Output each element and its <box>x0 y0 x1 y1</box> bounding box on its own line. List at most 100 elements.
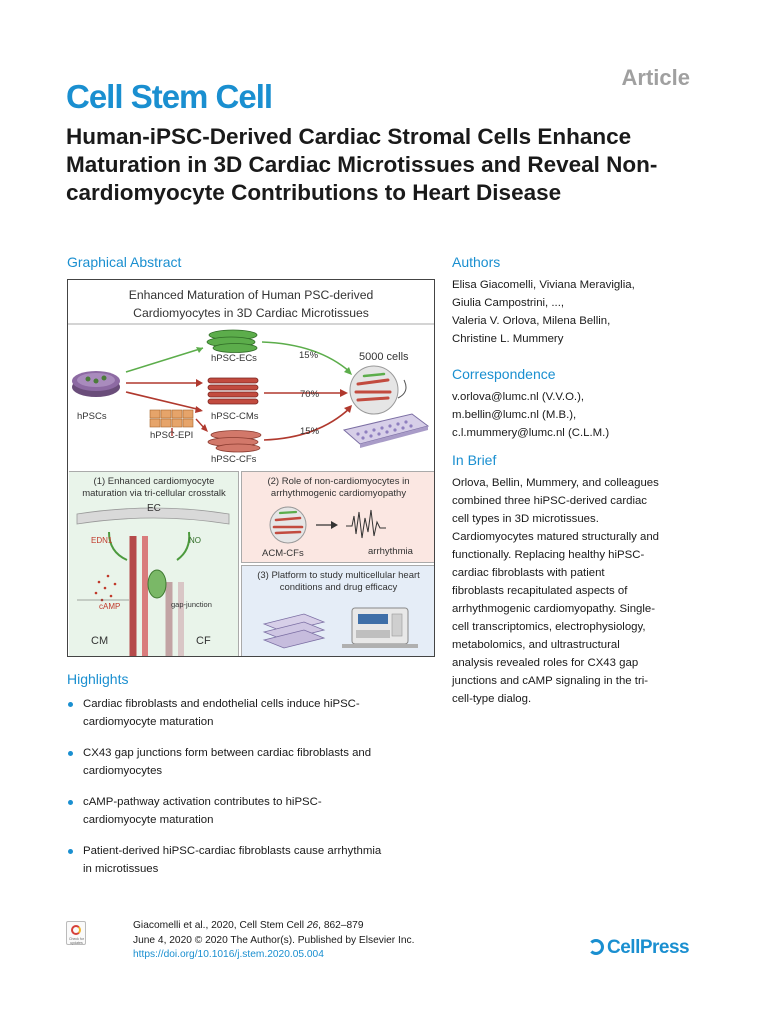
label-ec: EC <box>147 503 161 514</box>
in-brief-line: combined three hiPSC-derived cardiac <box>452 495 648 507</box>
in-brief-text: Orlova, Bellin, Mummery, and colleagues … <box>452 474 712 708</box>
crosstalk-illustration <box>76 507 230 656</box>
ga-panel-arrhythmia: (2) Role of non-cardiomyocytes in arrhyt… <box>241 471 434 563</box>
plate-reader <box>342 607 418 648</box>
in-brief-line: arrhythmogenic cardiomyopathy. Single- <box>452 603 656 615</box>
in-brief-line: Orlova, Bellin, Mummery, and colleagues <box>452 477 659 489</box>
label-pct-ec: 15% <box>299 350 319 361</box>
doi-link[interactable]: https://doi.org/10.1016/j.stem.2020.05.0… <box>133 949 324 960</box>
citation-pages: , 862–879 <box>318 920 364 931</box>
bullet-icon <box>68 751 73 756</box>
in-brief-line: cell transcriptomics, electrophysiology, <box>452 621 646 633</box>
bullet-icon <box>68 702 73 707</box>
label-pct-cm: 70% <box>300 389 320 400</box>
highlights-heading: Highlights <box>67 671 129 687</box>
in-brief-line: metabolomics, and ultrastructural <box>452 639 620 651</box>
panel3-title-line: (3) Platform to study multicellular hear… <box>257 570 420 581</box>
ga-title: Enhanced Maturation of Human PSC-derived… <box>68 286 434 322</box>
label-gap-junction: gap-junction <box>171 600 212 609</box>
article-type: Article <box>621 65 690 90</box>
ga-overview-illustration <box>68 323 434 453</box>
bullet-icon <box>68 800 73 805</box>
platform-illustration <box>262 607 418 649</box>
panel3-title-line: conditions and drug efficacy <box>279 582 398 593</box>
ec-cells <box>206 329 258 353</box>
highlight-line: cardiomyocytes <box>83 765 163 777</box>
badge-text: Check for updates <box>69 937 84 945</box>
panel1-title-line: (1) Enhanced cardiomyocyte <box>93 476 215 487</box>
citation-volume: 26 <box>306 920 319 931</box>
well-plate <box>342 413 430 448</box>
panel1-title-line: maturation via tri-cellular crosstalk <box>82 488 226 499</box>
in-brief-line: cell types in 3D microtissues. <box>452 513 599 525</box>
label-no: NO <box>189 536 201 545</box>
label-hpsc-epi: hPSC-EPI <box>150 430 194 441</box>
author-line: Christine L. Mummery <box>452 333 564 345</box>
epi-cells <box>149 409 194 428</box>
graphical-abstract: Enhanced Maturation of Human PSC-derived… <box>67 279 435 657</box>
highlight-line: CX43 gap junctions form between cardiac … <box>83 747 372 759</box>
panel2-title: (2) Role of non-cardiomyocytes in arrhyt… <box>242 476 434 500</box>
highlight-line: cardiomyocyte maturation <box>83 814 214 826</box>
highlight-line: Patient-derived hiPSC-cardiac fibroblast… <box>83 845 382 857</box>
paper-title: Human-iPSC-Derived Cardiac Stromal Cells… <box>66 124 658 205</box>
in-brief-line: fibroblasts recapitulated aspects of <box>452 585 628 597</box>
panel3-title: (3) Platform to study multicellular hear… <box>242 570 434 594</box>
highlight-item: cAMP-pathway activation contributes to h… <box>67 793 427 829</box>
ga-title-line: Enhanced Maturation of Human PSC-derived <box>128 288 374 302</box>
author-line: Valeria V. Orlova, Milena Bellin, <box>452 315 611 327</box>
highlight-line: cAMP-pathway activation contributes to h… <box>83 796 322 808</box>
citation-line: Giacomelli et al., 2020, Cell Stem Cell … <box>133 919 414 934</box>
panel2-title-line: (2) Role of non-cardiomyocytes in <box>267 476 410 487</box>
in-brief-heading: In Brief <box>452 452 497 468</box>
publisher-name: CellPress <box>607 937 690 958</box>
graphical-abstract-heading: Graphical Abstract <box>67 254 182 270</box>
ga-overview: Enhanced Maturation of Human PSC-derived… <box>68 280 434 470</box>
publication-date-line: June 4, 2020 © 2020 The Author(s). Publi… <box>133 934 415 946</box>
in-brief-line: cell-type dialog. <box>452 693 532 705</box>
in-brief-line: junctions and cAMP signaling in the tri- <box>452 675 649 687</box>
in-brief-line: analysis revealed roles for CX43 gap <box>452 657 639 669</box>
highlight-line: cardiomyocyte maturation <box>83 716 214 728</box>
panel2-title-line: arrhythmogenic cardiomyopathy <box>270 488 407 499</box>
label-arrhythmia: arrhythmia <box>368 546 413 557</box>
label-cell-count: 5000 cells <box>359 351 409 363</box>
highlights-list: Cardiac fibroblasts and endothelial cell… <box>67 695 427 891</box>
citation-block: Giacomelli et al., 2020, Cell Stem Cell … <box>133 919 414 963</box>
label-hpsc-cms: hPSC-CMs <box>211 411 259 422</box>
label-edn1: EDN1 <box>91 536 113 545</box>
bullet-icon <box>68 849 73 854</box>
microtissue <box>349 365 407 415</box>
in-brief-line: Cardiomyocytes matured structurally and <box>452 531 660 543</box>
ga-panel-platform: (3) Platform to study multicellular hear… <box>241 565 434 656</box>
in-brief-line: cardiac fibroblasts with patient <box>452 567 605 579</box>
arrhythmia-illustration <box>269 506 386 544</box>
label-camp: cAMP <box>99 602 121 611</box>
email-line[interactable]: c.l.mummery@lumc.nl (C.L.M.) <box>452 427 610 439</box>
authors-heading: Authors <box>452 254 501 270</box>
in-brief-line: functionally. Replacing healthy hiPSC- <box>452 549 645 561</box>
author-line: Elisa Giacomelli, Viviana Meraviglia, <box>452 279 635 291</box>
panel1-title: (1) Enhanced cardiomyocyte maturation vi… <box>69 476 239 500</box>
highlight-item: CX43 gap junctions form between cardiac … <box>67 744 427 780</box>
citation-prefix: Giacomelli et al., 2020, Cell Stem Cell <box>133 920 307 931</box>
cm-cells <box>207 377 259 405</box>
author-line: Giulia Campostrini, ..., <box>452 297 565 309</box>
highlight-line: in microtissues <box>83 863 159 875</box>
email-line[interactable]: m.bellin@lumc.nl (M.B.), <box>452 409 577 421</box>
email-line[interactable]: v.orlova@lumc.nl (V.V.O.), <box>452 391 585 403</box>
correspondence-list: v.orlova@lumc.nl (V.V.O.), m.bellin@lumc… <box>452 388 712 442</box>
cellpress-logo[interactable]: CellPress <box>588 937 690 959</box>
ga-title-line: Cardiomyocytes in 3D Cardiac Microtissue… <box>133 306 369 320</box>
check-for-updates-badge[interactable]: Check for updates <box>66 921 86 945</box>
cf-cells <box>207 430 262 453</box>
highlight-item: Patient-derived hiPSC-cardiac fibroblast… <box>67 842 427 878</box>
highlight-line: Cardiac fibroblasts and endothelial cell… <box>83 698 360 710</box>
label-acm-cfs: ACM-CFs <box>262 548 304 559</box>
label-cf: CF <box>196 635 211 647</box>
label-hpsc-cfs: hPSC-CFs <box>211 454 257 465</box>
label-hpscs: hPSCs <box>77 411 107 422</box>
correspondence-heading: Correspondence <box>452 366 556 382</box>
label-pct-cf: 15% <box>300 426 320 437</box>
highlight-item: Cardiac fibroblasts and endothelial cell… <box>67 695 427 731</box>
